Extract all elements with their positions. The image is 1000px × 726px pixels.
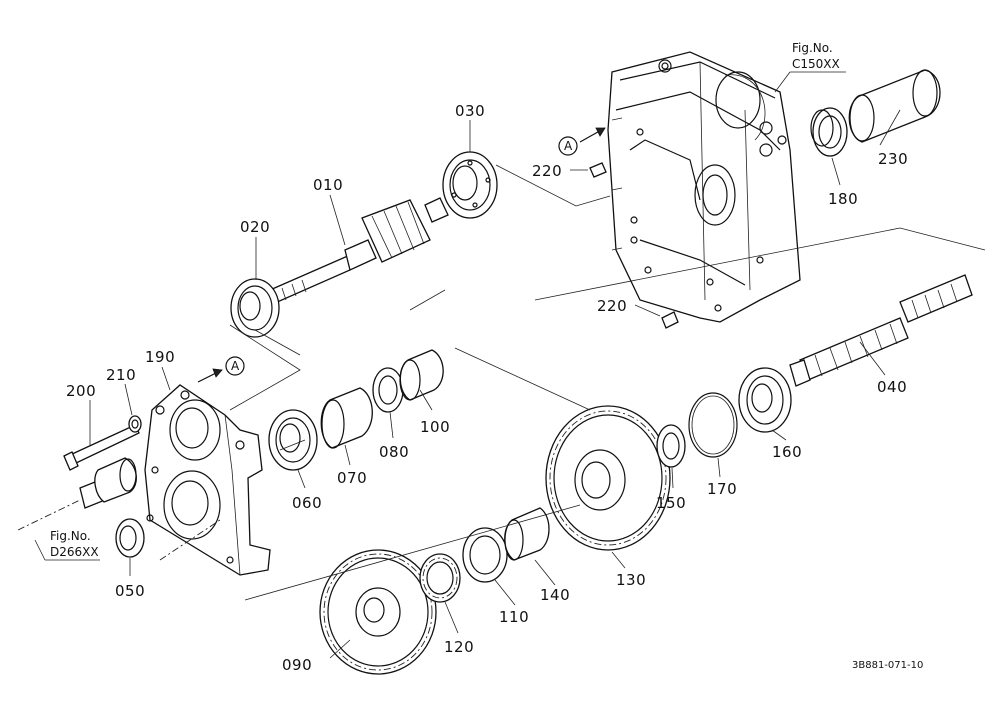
gear-130 bbox=[545, 405, 671, 551]
gear-110 bbox=[419, 553, 461, 603]
label-090: 090 bbox=[282, 656, 312, 674]
label-080: 080 bbox=[379, 443, 409, 461]
label-230: 230 bbox=[878, 150, 908, 168]
label-210: 210 bbox=[106, 366, 136, 384]
label-050: 050 bbox=[115, 582, 145, 600]
label-040: 040 bbox=[877, 378, 907, 396]
snap-ring-170 bbox=[688, 392, 738, 458]
label-160: 160 bbox=[772, 443, 802, 461]
figure-references: Fig.No. C150XX Fig.No. D266XX bbox=[50, 41, 840, 559]
label-060: 060 bbox=[292, 494, 322, 512]
washer-210 bbox=[128, 415, 142, 433]
label-010: 010 bbox=[313, 176, 343, 194]
shaft-gear-010 bbox=[269, 197, 449, 304]
label-020: 020 bbox=[240, 218, 270, 236]
label-180: 180 bbox=[828, 190, 858, 208]
fig-left-line1: Fig.No. bbox=[50, 529, 91, 543]
bearing-160 bbox=[738, 367, 792, 433]
bearing-020 bbox=[230, 278, 280, 338]
bolt-200 bbox=[63, 424, 140, 471]
pin-220-lower bbox=[661, 311, 679, 329]
ref-labels: A A bbox=[231, 139, 573, 373]
coupling-shaft bbox=[79, 457, 137, 509]
ref-arrow-top bbox=[558, 127, 606, 156]
ref-a-top: A bbox=[564, 139, 573, 153]
washer-150 bbox=[656, 424, 686, 468]
label-070: 070 bbox=[337, 469, 367, 487]
fig-top-line2: C150XX bbox=[792, 57, 840, 71]
collar-100 bbox=[399, 349, 444, 401]
label-100: 100 bbox=[420, 418, 450, 436]
document-id: 3B881-071-10 bbox=[852, 660, 923, 671]
label-140: 140 bbox=[540, 586, 570, 604]
fig-top-line1: Fig.No. bbox=[792, 41, 833, 55]
bearing-060 bbox=[268, 409, 318, 471]
shaft-040 bbox=[789, 274, 973, 387]
bearing-cover-190 bbox=[144, 384, 271, 576]
label-220-upper: 220 bbox=[532, 162, 562, 180]
fig-left-line2: D266XX bbox=[50, 545, 99, 559]
sleeve-230 bbox=[848, 69, 941, 143]
label-220-lower: 220 bbox=[597, 297, 627, 315]
label-120: 110 bbox=[499, 608, 529, 626]
ref-arrow-left bbox=[197, 356, 245, 383]
ref-a-left: A bbox=[231, 359, 240, 373]
leader-lines bbox=[34, 71, 901, 659]
label-030: 030 bbox=[455, 102, 485, 120]
pin-220-upper bbox=[589, 162, 607, 178]
label-190: 190 bbox=[145, 348, 175, 366]
ring-120 bbox=[462, 527, 508, 583]
assembly-lines bbox=[17, 164, 986, 601]
label-170: 170 bbox=[707, 480, 737, 498]
label-150: 150 bbox=[656, 494, 686, 512]
seal-180 bbox=[810, 107, 848, 157]
bearing-030 bbox=[442, 151, 498, 219]
part-labels: 030 010 020 230 180 220 220 040 160 170 … bbox=[66, 102, 908, 674]
label-110: 120 bbox=[444, 638, 474, 656]
gear-case-housing bbox=[607, 51, 801, 323]
label-200: 200 bbox=[66, 382, 96, 400]
gear-090 bbox=[319, 549, 437, 675]
washer-080 bbox=[372, 367, 404, 413]
seal-050 bbox=[115, 518, 145, 558]
collar-140 bbox=[504, 507, 550, 561]
label-130: 130 bbox=[616, 571, 646, 589]
collar-070 bbox=[320, 387, 373, 449]
